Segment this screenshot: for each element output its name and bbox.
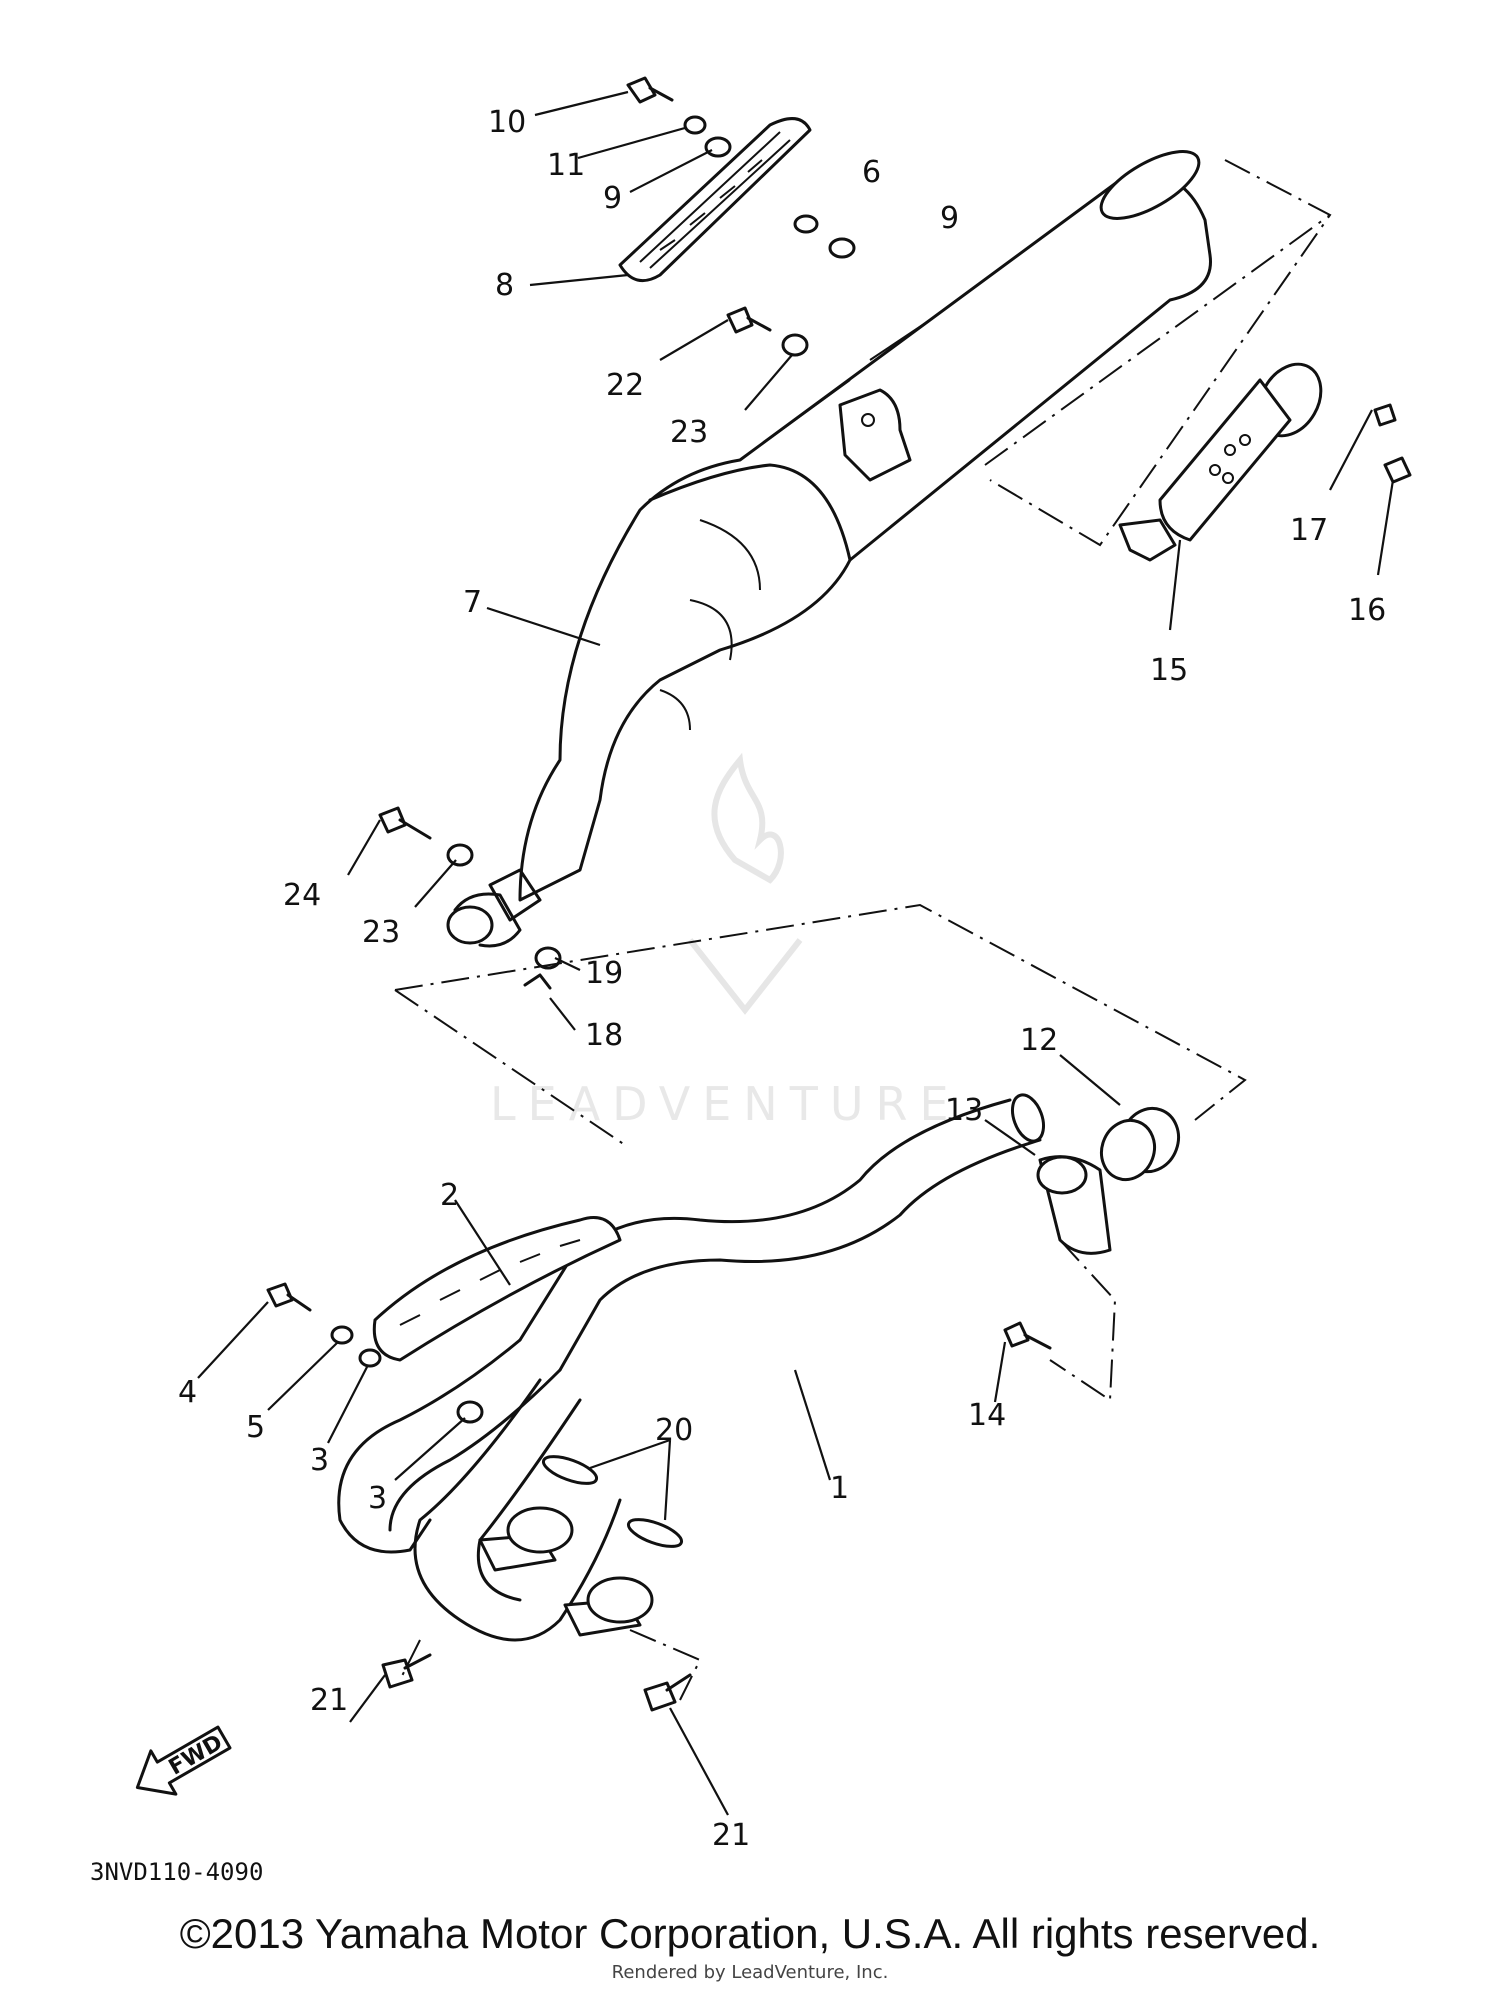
rendered-by-notice: Rendered by LeadVenture, Inc. xyxy=(611,1962,889,1983)
label-part-10: 10 xyxy=(488,105,526,140)
muffler-hardware xyxy=(626,76,856,357)
diagram-code: 3NVD110-4090 xyxy=(90,1858,263,1886)
label-part-15: 15 xyxy=(1150,653,1188,688)
forward-arrow-icon: FWD xyxy=(135,1725,232,1796)
label-part-1: 1 xyxy=(830,1471,849,1506)
leadventure-watermark: LEADVENTURE xyxy=(490,752,961,1131)
label-part-24: 24 xyxy=(283,878,321,913)
label-part-2: 2 xyxy=(440,1178,459,1213)
leader-lines xyxy=(197,90,1395,1816)
label-part-12: 12 xyxy=(1020,1023,1058,1058)
label-part-6: 6 xyxy=(862,155,881,190)
label-part-8: 8 xyxy=(495,268,514,303)
part-number-labels: 1 2 3 3 4 5 6 7 8 9 9 10 11 12 13 14 15 … xyxy=(178,105,1386,1853)
reference-lines xyxy=(394,159,1332,1701)
label-part-9b: 9 xyxy=(940,201,959,236)
muffler-protector xyxy=(618,117,812,283)
joint-gasket-parts xyxy=(1036,1106,1180,1255)
label-part-13: 13 xyxy=(945,1093,983,1128)
spark-arrester xyxy=(1118,362,1412,562)
exhaust-pipe xyxy=(337,1093,1046,1642)
label-part-21b: 21 xyxy=(712,1818,750,1853)
label-part-23a: 23 xyxy=(670,415,708,450)
label-part-17: 17 xyxy=(1290,513,1328,548)
pipe-hardware xyxy=(266,806,1052,1712)
pipe-protector xyxy=(372,1216,622,1362)
label-part-21a: 21 xyxy=(310,1683,348,1718)
label-part-16: 16 xyxy=(1348,593,1386,628)
label-part-9a: 9 xyxy=(603,181,622,216)
label-part-5: 5 xyxy=(246,1410,265,1445)
label-part-20: 20 xyxy=(655,1413,693,1448)
label-part-23b: 23 xyxy=(362,915,400,950)
label-part-4: 4 xyxy=(178,1375,197,1410)
label-part-22: 22 xyxy=(606,368,644,403)
label-part-3a: 3 xyxy=(310,1443,329,1478)
muffler-assembly xyxy=(446,150,1212,948)
watermark-text: LEADVENTURE xyxy=(490,1077,961,1131)
label-part-18: 18 xyxy=(585,1018,623,1053)
fwd-label: FWD xyxy=(165,1730,227,1780)
label-part-7: 7 xyxy=(463,585,482,620)
label-part-11: 11 xyxy=(547,148,585,183)
label-part-3b: 3 xyxy=(368,1481,387,1516)
label-part-19: 19 xyxy=(585,956,623,991)
copyright-notice: ©2013 Yamaha Motor Corporation, U.S.A. A… xyxy=(179,1910,1321,1957)
label-part-14: 14 xyxy=(968,1398,1006,1433)
